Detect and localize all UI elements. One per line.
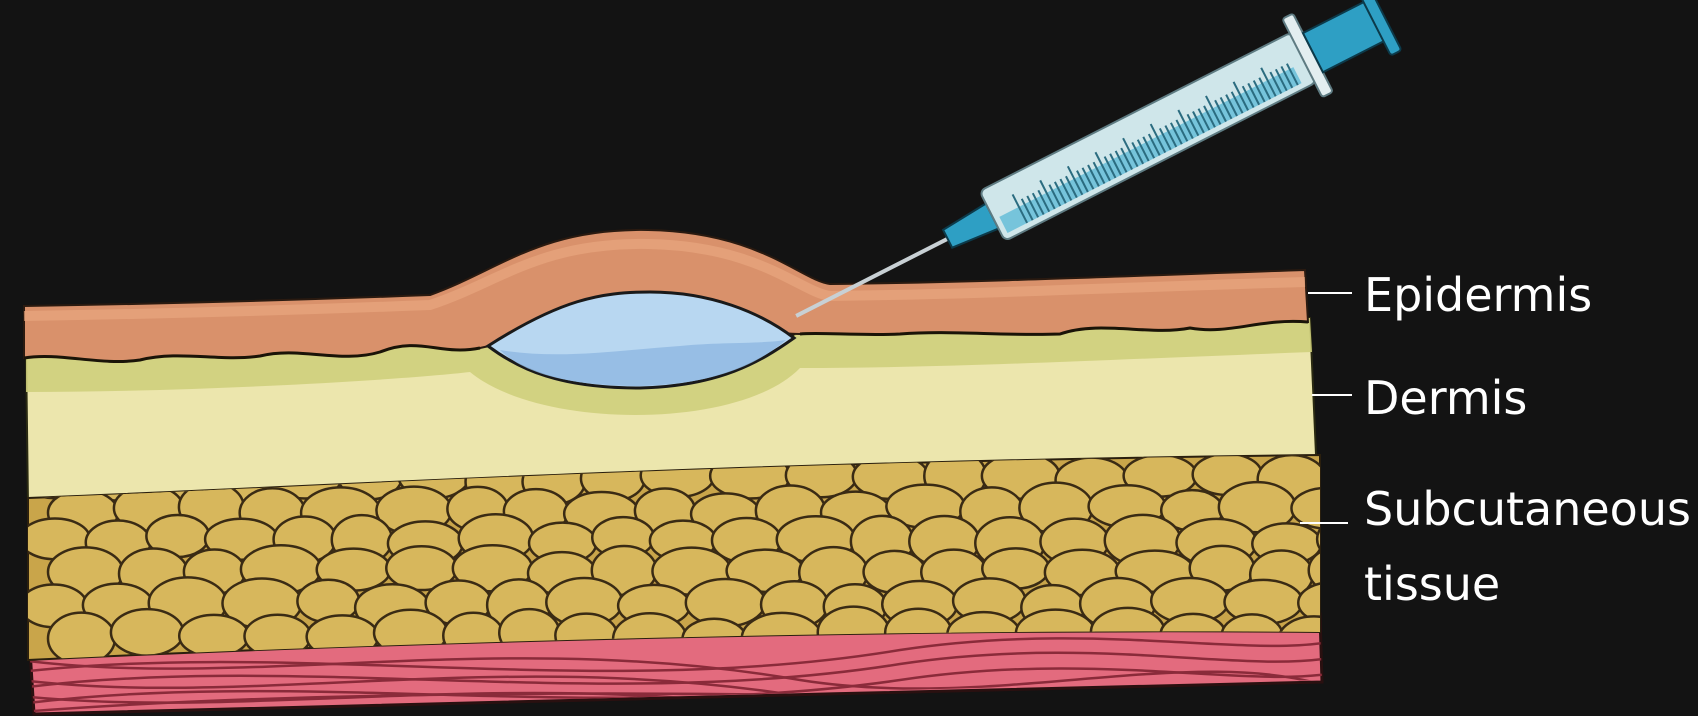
- subcutaneous-label-line2: tissue: [1364, 555, 1500, 613]
- epidermis-label: Epidermis: [1364, 266, 1592, 324]
- subcutaneous-leader-line: [1300, 522, 1348, 524]
- subcutaneous-label-line1: Subcutaneous: [1364, 480, 1691, 538]
- dermis-label: Dermis: [1364, 369, 1527, 427]
- epidermis-leader-line: [1308, 292, 1352, 294]
- fat-cell: [111, 609, 183, 655]
- fat-cell: [179, 615, 248, 657]
- dermis-leader-line: [1312, 394, 1352, 396]
